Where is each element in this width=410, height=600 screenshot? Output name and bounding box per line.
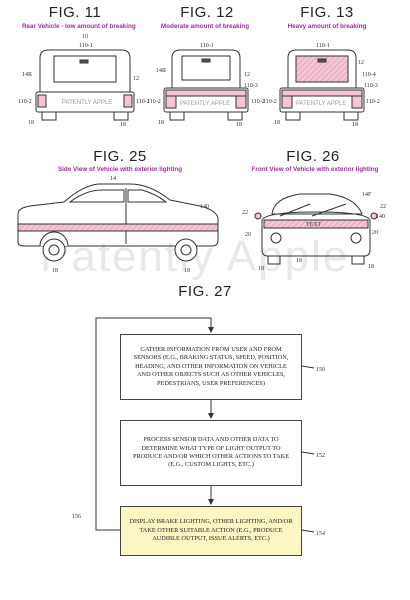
ref-110-1-f12: 110-1 — [200, 43, 214, 49]
fig25-vehicle-side — [17, 183, 219, 262]
fig12-subtitle: Moderate amount of breaking — [160, 23, 250, 30]
ref-110-2-right: 110-2 — [136, 99, 150, 105]
ref-18-mid-f26: 18 — [296, 258, 302, 264]
ref-152: 152 — [316, 453, 325, 459]
fig26-title: FIG. 26 — [286, 148, 340, 165]
ref-154: 154 — [316, 531, 325, 537]
fig25-title: FIG. 25 — [93, 148, 147, 165]
ref-18-right-f26: 18 — [368, 264, 374, 270]
ref-110-1: 110-1 — [79, 43, 93, 49]
ref-156: 156 — [72, 514, 81, 520]
ref-110-2-left-f12: 110-2 — [147, 99, 161, 105]
fig13-refs: 110-1 12 110-4 110-3 110-2 110-2 18 18 P… — [263, 43, 380, 128]
ref-18-left-f26: 18 — [258, 266, 264, 272]
ref-140-f26: 140 — [376, 214, 385, 220]
watermark-small-12: PATENTLY APPLE — [180, 101, 230, 107]
car-front-text: TEXT — [306, 222, 322, 228]
ref-110-3-f12: 110-3 — [244, 83, 258, 89]
ref-18-right-f13: 18 — [352, 122, 358, 128]
ref-12: 12 — [133, 76, 139, 82]
fig26-vehicle-front — [254, 193, 378, 265]
ref-22-left-f26: 22 — [242, 210, 248, 216]
fig25-subtitle: Side View of Vehicle with exterior light… — [57, 166, 183, 173]
ref-14R-f12: 14R — [156, 68, 166, 74]
watermark-small-13: PATENTLY APPLE — [296, 101, 346, 107]
leader-152 — [301, 451, 315, 455]
flow-step-process-data: PROCESS SENSOR DATA AND OTHER DATA TO DE… — [120, 420, 302, 486]
leader-150 — [301, 365, 315, 369]
leader-154 — [301, 529, 315, 533]
fig27-refs: 150 152 154 156 — [72, 367, 325, 537]
ref-110-2-right-f12: 110-2 — [251, 99, 265, 105]
fig26-subtitle: Front View of Vehicle with exterior ligh… — [251, 166, 379, 173]
ref-14-f25: 14 — [110, 176, 116, 182]
fig26-refs: TEXT 14F 22 22 140 20 20 18 18 18 — [242, 192, 386, 272]
ref-140-f25: 140 — [200, 204, 209, 210]
fig13-title: FIG. 13 — [300, 4, 354, 21]
ref-110-2-left-f13: 110-2 — [263, 99, 277, 105]
ref-12-f12: 12 — [244, 72, 250, 78]
ref-18-left-f12: 18 — [158, 120, 164, 126]
fig13-vehicle-rear — [279, 49, 365, 121]
fig11-subtitle: Rear Vehicle - low amount of breaking — [22, 23, 136, 30]
fig13-subtitle: Heavy amount of breaking — [287, 23, 367, 30]
ref-20-right-f26: 20 — [372, 230, 378, 236]
fig25-refs: 14 140 18 18 — [52, 176, 209, 274]
ref-150: 150 — [316, 367, 325, 373]
ref-110-3-f13: 110-3 — [364, 83, 378, 89]
watermark-small-11: PATENTLY APPLE — [62, 100, 112, 106]
ref-18-right-f25: 18 — [184, 268, 190, 274]
ref-10: 10 — [82, 34, 88, 40]
ref-18-left-f25: 18 — [52, 268, 58, 274]
ref-14R: 14R — [22, 72, 32, 78]
ref-18-left-f13: 18 — [274, 120, 280, 126]
ref-18-right-f12: 18 — [236, 122, 242, 128]
fig27-connectors — [95, 317, 315, 533]
fig11-title: FIG. 11 — [48, 4, 102, 21]
ref-20-left-f26: 20 — [245, 232, 251, 238]
ref-110-2-left: 110-2 — [18, 99, 32, 105]
ref-110-2-right-f13: 110-2 — [366, 99, 380, 105]
ref-110-1-f13: 110-1 — [316, 43, 330, 49]
flow-step-display-lighting: DISPLAY BRAKE LIGHTING, OTHER LIGHTING, … — [120, 506, 302, 556]
ref-110-4-f13: 110-4 — [362, 72, 376, 78]
fig12-vehicle-rear — [163, 49, 249, 121]
ref-18-right: 18 — [120, 122, 126, 128]
fig27-title: FIG. 27 — [178, 283, 232, 300]
ref-12-f13: 12 — [358, 60, 364, 66]
ref-18-left: 18 — [28, 120, 34, 126]
loop-back-arrow-156 — [95, 317, 214, 531]
fig12-title: FIG. 12 — [180, 4, 234, 21]
fig11-vehicle-rear — [35, 49, 135, 121]
ref-14F-f26: 14F — [362, 192, 372, 198]
flow-step-gather-info: GATHER INFORMATION FROM USER AND FROM SE… — [120, 334, 302, 400]
ref-22-right-f26: 22 — [380, 204, 386, 210]
fig11-refs: 10 110-1 14R 12 110-2 110-2 18 18 PATENT… — [18, 34, 150, 128]
fig12-refs: 110-1 14R 12 110-3 110-2 110-2 18 18 PAT… — [147, 43, 265, 128]
